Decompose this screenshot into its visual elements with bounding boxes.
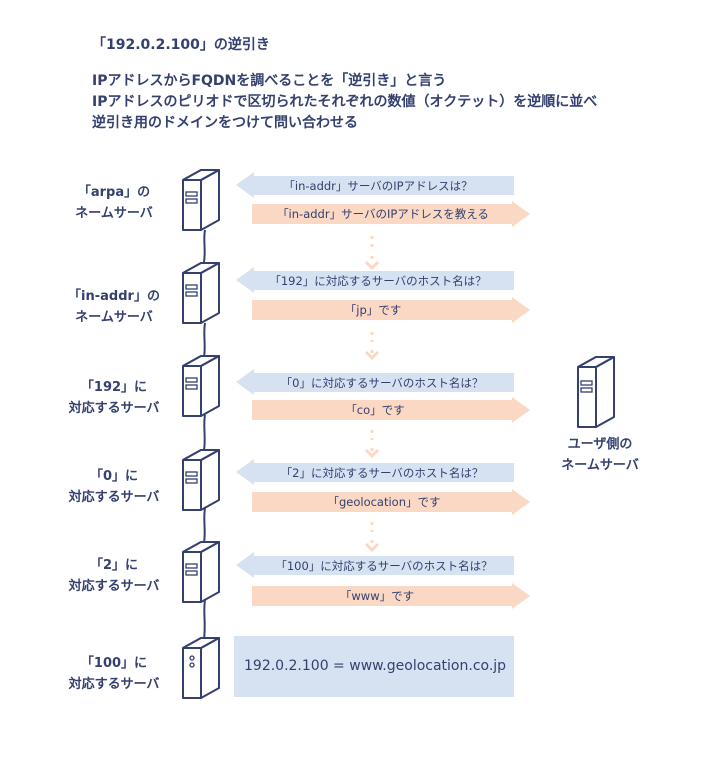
answer-arrow-1: [252, 201, 530, 227]
server-icon-in-addr: [182, 262, 220, 324]
query-text-1: 「in-addr」サーバのIPアドレスは？: [283, 179, 472, 193]
server-icon-2: [182, 541, 220, 603]
server-label-in-addr: 「in-addr」の ネームサーバ: [68, 289, 160, 325]
server-icon-100: [182, 637, 220, 699]
server-label-192: 「192」に 対応するサーバ: [68, 380, 160, 416]
server-label-100: 「100」に 対応するサーバ: [68, 656, 160, 692]
description-line-1: IPアドレスからFQDNを調べることを「逆引き」と言う: [92, 73, 447, 89]
flow-arrowhead-1: [364, 260, 380, 271]
answer-arrow-3: [252, 397, 530, 423]
query-arrow-5: [236, 552, 514, 578]
answer-text-2: 「jp」です: [345, 303, 402, 317]
query-text-3: 「0」に対応するサーバのホスト名は？: [281, 376, 484, 390]
result-box: [234, 636, 514, 697]
description-line-3: 逆引き用のドメインをつけて問い合わせる: [92, 115, 358, 131]
answer-text-4: 「geolocation」です: [327, 495, 440, 509]
answer-text-1: 「in-addr」サーバのIPアドレスを教える: [277, 207, 489, 221]
server-label-2: 「2」に 対応するサーバ: [68, 558, 160, 594]
answer-arrow-4: [252, 489, 530, 515]
server-icon-user: [577, 356, 615, 428]
flow-arrowhead-3: [364, 448, 380, 459]
flow-arrowhead-4: [364, 542, 380, 553]
query-text-4: 「2」に対応するサーバのホスト名は？: [281, 466, 484, 480]
query-arrow-3: [236, 369, 514, 395]
server-icon-arpa: [182, 169, 220, 231]
answer-arrow-5: [252, 583, 530, 609]
query-text-2: 「192」に対応するサーバのホスト名は？: [269, 274, 486, 288]
answer-arrow-2: [252, 297, 530, 323]
server-icon-0: [182, 449, 220, 511]
query-arrow-1: [236, 172, 514, 198]
query-arrow-4: [236, 459, 514, 485]
server-label-arpa: 「arpa」の ネームサーバ: [75, 185, 153, 221]
query-arrow-2: [236, 267, 514, 293]
answer-text-3: 「co」です: [345, 403, 404, 417]
result-text: 192.0.2.100 = www.geolocation.co.jp: [244, 658, 506, 674]
diagram-title: 「192.0.2.100」の逆引き: [92, 37, 270, 53]
server-chain-line: [203, 229, 206, 641]
description: IPアドレスからFQDNを調べることを「逆引き」と言う IPアドレスのピリオドで…: [92, 71, 597, 134]
user-server-label: ユーザ側の ネームサーバ: [561, 437, 639, 473]
query-text-5: 「100」に対応するサーバのホスト名は？: [275, 559, 492, 573]
server-icon-192: [182, 355, 220, 417]
answer-text-5: 「www」です: [340, 589, 414, 603]
server-label-0: 「0」に 対応するサーバ: [68, 469, 160, 505]
flow-arrowhead-2: [364, 350, 380, 361]
description-line-2: IPアドレスのピリオドで区切られたそれぞれの数値（オクテット）を逆順に並べ: [92, 94, 598, 110]
